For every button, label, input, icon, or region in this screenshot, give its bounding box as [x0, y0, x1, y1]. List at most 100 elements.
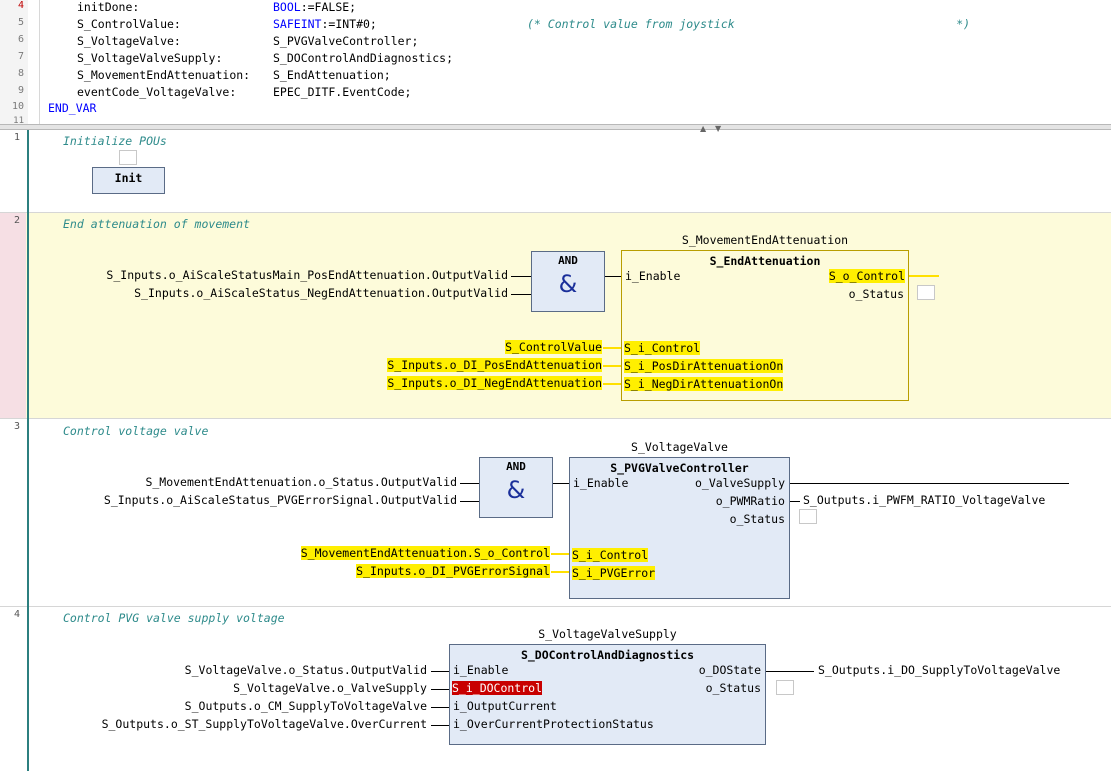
input-var[interactable]: S_Inputs.o_DI_PVGErrorSignal — [356, 564, 550, 578]
type-init: :=FALSE; — [300, 0, 357, 14]
fb-output-pin[interactable]: o_ValveSupply — [694, 476, 785, 490]
var-name[interactable]: eventCode_VoltageValve: — [77, 85, 237, 99]
input-var[interactable]: S_VoltageValve.o_Status.OutputValid — [184, 663, 427, 677]
var-name[interactable]: S_MovementEndAttenuation: — [77, 68, 251, 82]
collapse-up-icon[interactable]: ▲ — [700, 124, 707, 133]
highlighted-wire — [551, 553, 569, 555]
fb-instance-name[interactable]: S_VoltageValve — [631, 440, 728, 454]
fb-output-pin[interactable]: o_Status — [705, 681, 761, 695]
editor-splitter[interactable]: ▲ ▼ — [0, 124, 1111, 133]
empty-output-box[interactable] — [799, 509, 817, 524]
power-rail — [27, 130, 29, 771]
fb-type-name: S_PVGValveController — [610, 461, 749, 475]
fb-output-pin[interactable]: S_o_Control — [828, 269, 905, 283]
line-number: 8 — [17, 68, 24, 79]
line-number: 11 — [13, 116, 24, 124]
network-comment[interactable]: Control PVG valve supply voltage — [63, 611, 285, 625]
fb-type-name: S_DOControlAndDiagnostics — [520, 648, 695, 662]
var-comment: (* Control value from joystick *) — [527, 17, 971, 31]
var-type[interactable]: S_DOControlAndDiagnostics; — [273, 51, 454, 65]
type-keyword: BOOL — [273, 0, 301, 14]
fb-input-pin[interactable]: i_Enable — [453, 663, 509, 677]
and-input-var[interactable]: S_Inputs.o_AiScaleStatusMain_PosEndAtten… — [106, 268, 508, 282]
line-number: 9 — [17, 85, 24, 96]
fb-input-pin-error[interactable]: S_i_DOControl — [452, 681, 543, 695]
network-2[interactable]: 2 End attenuation of movement S_Inputs.o… — [0, 213, 1111, 419]
fb-output-pin[interactable]: o_PWMRatio — [715, 494, 785, 508]
input-var[interactable]: S_MovementEndAttenuation.S_o_Control — [300, 546, 550, 560]
wire — [790, 501, 800, 502]
expand-down-icon[interactable]: ▼ — [715, 124, 722, 133]
do-control-diagnostics-block[interactable]: S_DOControlAndDiagnostics i_Enable S_i_D… — [449, 644, 766, 745]
fbd-editor[interactable]: 1 Initialize POUs Init 2 End attenuation… — [0, 130, 1111, 771]
network-number: 4 — [14, 609, 21, 620]
and-input-var[interactable]: S_Inputs.o_AiScaleStatus_NegEndAttenuati… — [134, 286, 508, 300]
var-type[interactable]: S_PVGValveController; — [273, 34, 419, 48]
fb-input-pin[interactable]: i_OutputCurrent — [453, 699, 557, 713]
network-number: 2 — [14, 215, 21, 226]
and-block[interactable]: AND & — [479, 457, 553, 518]
fb-input-pin[interactable]: S_i_Control — [572, 548, 649, 562]
highlighted-wire — [603, 383, 621, 385]
empty-input-box[interactable] — [119, 150, 137, 165]
empty-output-box[interactable] — [917, 285, 935, 300]
wire — [511, 294, 531, 295]
input-var[interactable]: S_Inputs.o_DI_PosEndAttenuation — [387, 358, 602, 372]
fb-input-pin[interactable]: S_i_Control — [624, 341, 701, 355]
wire — [431, 689, 449, 690]
fb-input-pin[interactable]: i_Enable — [625, 269, 681, 283]
input-var[interactable]: S_ControlValue — [505, 340, 602, 354]
network-1[interactable]: 1 Initialize POUs Init — [0, 130, 1111, 213]
init-block[interactable]: Init — [92, 167, 165, 194]
output-var[interactable]: S_Outputs.i_PWFM_RATIO_VoltageValve — [803, 493, 1046, 507]
fb-output-pin[interactable]: o_Status — [729, 512, 785, 526]
fb-type-name: S_EndAttenuation — [709, 254, 821, 268]
highlighted-wire — [603, 347, 621, 349]
output-var[interactable]: S_Outputs.i_DO_SupplyToVoltageValve — [818, 663, 1061, 677]
var-name[interactable]: initDone: — [77, 0, 140, 14]
and-label: AND — [558, 254, 578, 267]
fb-instance-name[interactable]: S_VoltageValveSupply — [538, 627, 677, 641]
network-4[interactable]: 4 Control PVG valve supply voltage S_Vol… — [0, 607, 1111, 771]
network-3[interactable]: 3 Control voltage valve S_MovementEndAtt… — [0, 419, 1111, 607]
fb-output-pin[interactable]: o_Status — [848, 287, 904, 301]
fb-input-pin[interactable]: S_i_NegDirAttenuationOn — [624, 377, 784, 391]
fb-output-pin[interactable]: o_DOState — [698, 663, 761, 677]
var-type[interactable]: S_EndAttenuation; — [273, 68, 391, 82]
and-input-var[interactable]: S_MovementEndAttenuation.o_Status.Output… — [145, 475, 457, 489]
gutter-separator — [39, 0, 40, 124]
fb-instance-name[interactable]: S_MovementEndAttenuation — [681, 233, 849, 247]
wire — [431, 707, 449, 708]
input-var[interactable]: S_Outputs.o_ST_SupplyToVoltageValve.Over… — [101, 717, 427, 731]
fb-input-pin[interactable]: S_i_PosDirAttenuationOn — [624, 359, 784, 373]
network-comment[interactable]: End attenuation of movement — [63, 217, 250, 231]
pvg-valve-controller-block[interactable]: S_PVGValveController i_Enable S_i_Contro… — [569, 457, 790, 599]
empty-output-box[interactable] — [776, 680, 794, 695]
line-number: 10 — [11, 101, 24, 112]
var-name[interactable]: S_ControlValue: — [77, 17, 181, 31]
var-name[interactable]: S_VoltageValve: — [77, 34, 181, 48]
var-type[interactable]: EPEC_DITF.EventCode; — [273, 85, 412, 99]
wire — [431, 671, 449, 672]
and-input-var[interactable]: S_Inputs.o_AiScaleStatus_PVGErrorSignal.… — [103, 493, 457, 507]
input-var[interactable]: S_Outputs.o_CM_SupplyToVoltageValve — [184, 699, 427, 713]
line-number: 6 — [17, 34, 24, 45]
declaration-editor[interactable]: 4 initDone: BOOL:=FALSE; 5 S_ControlValu… — [0, 0, 1111, 124]
fb-input-pin[interactable]: i_Enable — [573, 476, 629, 490]
fb-input-pin[interactable]: i_OverCurrentProtectionStatus — [453, 717, 654, 731]
type-keyword: SAFEINT — [273, 17, 322, 31]
network-comment[interactable]: Initialize POUs — [63, 134, 167, 148]
input-var[interactable]: S_VoltageValve.o_ValveSupply — [233, 681, 427, 695]
end-attenuation-block[interactable]: S_EndAttenuation i_Enable S_i_Control S_… — [621, 250, 909, 401]
network-number: 3 — [14, 421, 21, 432]
var-type[interactable]: SAFEINT:=INT#0; — [273, 17, 377, 31]
fb-input-pin[interactable]: S_i_PVGError — [572, 566, 656, 580]
end-var-keyword[interactable]: END_VAR — [48, 101, 97, 115]
network-comment[interactable]: Control voltage valve — [63, 424, 209, 438]
var-name[interactable]: S_VoltageValveSupply: — [77, 51, 223, 65]
and-block[interactable]: AND & — [531, 251, 605, 312]
wire — [605, 276, 621, 277]
network-number: 1 — [14, 132, 21, 143]
input-var[interactable]: S_Inputs.o_DI_NegEndAttenuation — [387, 376, 602, 390]
var-type[interactable]: BOOL:=FALSE; — [273, 0, 356, 14]
